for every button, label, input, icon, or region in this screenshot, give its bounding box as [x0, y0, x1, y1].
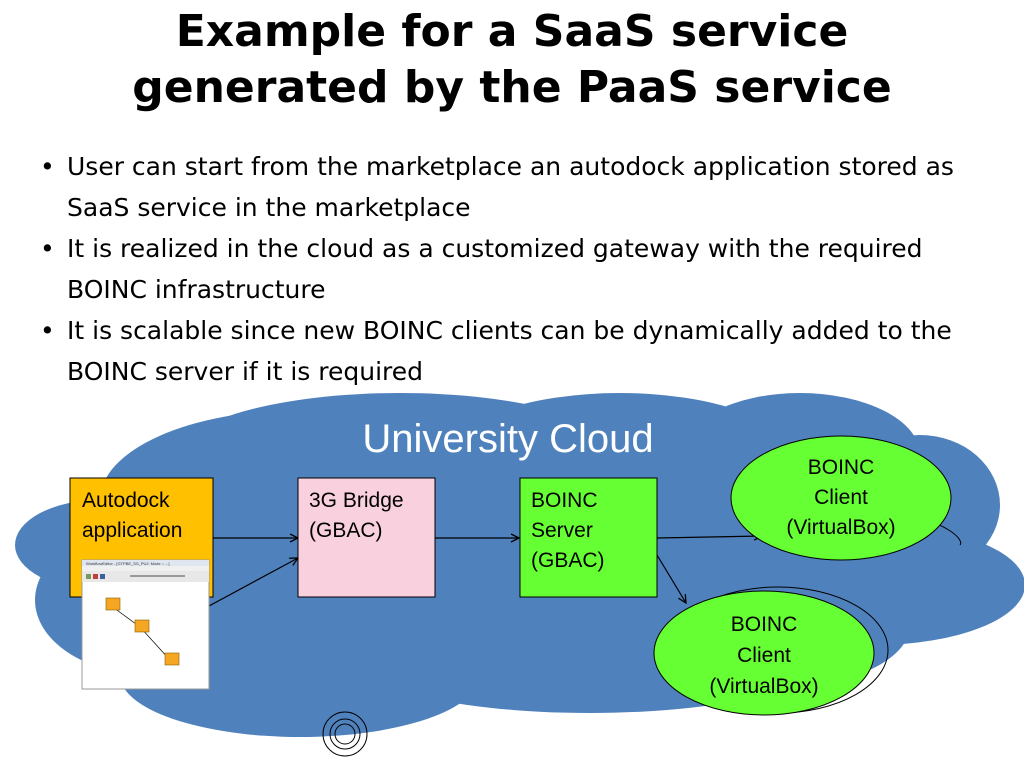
cloud-puff-circles [322, 711, 368, 757]
bridge-label-line2: (GBAC) [309, 519, 383, 542]
workflow-editor-thumbnail: WorkflowEditor - [GTPBE_SS_PUJ: Mode :: … [81, 559, 210, 690]
arrow-server-to-client-bottom [656, 554, 686, 603]
client-top-line3: (VirtualBox) [786, 516, 895, 539]
bullet-item: It is scalable since new BOINC clients c… [40, 310, 980, 392]
bullet-item: It is realized in the cloud as a customi… [40, 228, 980, 310]
server-label-line1: BOINC [531, 489, 598, 512]
title-line-1: Example for a SaaS service [175, 6, 849, 57]
client-bottom-line3: (VirtualBox) [709, 675, 818, 698]
3g-bridge-box: 3G Bridge (GBAC) [297, 477, 436, 598]
server-label-line3: (GBAC) [531, 549, 605, 572]
client-bottom-line2: Client [737, 644, 791, 667]
thumbnail-window-title: WorkflowEditor - [GTPBE_SS_PUJ: Mode :: … [86, 561, 170, 566]
autodock-label-line2: application [82, 519, 182, 542]
boinc-client-top: BOINC Client (VirtualBox) [730, 435, 952, 561]
client-top-line2: Client [814, 486, 868, 509]
boinc-client-bottom: BOINC Client (VirtualBox) [653, 586, 889, 716]
bridge-label-line1: 3G Bridge [309, 489, 404, 512]
bullet-list: User can start from the marketplace an a… [40, 146, 980, 392]
bullet-item: User can start from the marketplace an a… [40, 146, 980, 228]
arrow-server-to-client-top [656, 536, 762, 538]
client-bottom-line1: BOINC [731, 613, 798, 636]
slide-title: Example for a SaaS service generated by … [0, 4, 1024, 116]
autodock-label-line1: Autodock [82, 489, 170, 512]
workflow-node [134, 619, 150, 633]
boinc-server-box: BOINC Server (GBAC) [519, 477, 658, 598]
server-label-line2: Server [531, 519, 593, 542]
workflow-node [164, 652, 180, 666]
cloud-label: University Cloud [362, 417, 653, 461]
client-top-line1: BOINC [808, 456, 875, 479]
workflow-node [105, 597, 121, 611]
title-line-2: generated by the PaaS service [132, 62, 892, 113]
